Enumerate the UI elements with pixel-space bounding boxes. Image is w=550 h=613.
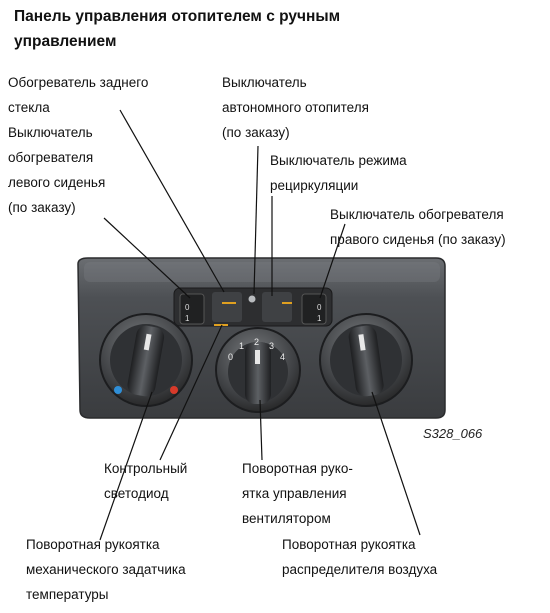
left-switch-mark-on: 1 <box>185 314 190 323</box>
label-led: Контрольный светодиод <box>104 461 188 501</box>
left-seat-switch <box>179 293 205 325</box>
page-title: Панель управления отопителем с ручным уп… <box>14 8 341 50</box>
temperature-knob <box>99 313 193 407</box>
fan-scale-0: 0 <box>228 352 233 362</box>
right-seat-switch <box>301 293 327 325</box>
fan-scale-1: 1 <box>239 341 244 351</box>
label-temp-knob: Поворотная рукоятка механического задатч… <box>26 537 186 602</box>
left-switch-mark-off: 0 <box>185 303 190 312</box>
fan-scale-3: 3 <box>269 341 274 351</box>
fan-scale-2: 2 <box>254 337 259 347</box>
label-left-seat: Выключатель обогревателя левого сиденья … <box>8 125 106 215</box>
fan-scale-4: 4 <box>280 352 285 362</box>
label-right-seat: Выключатель обогревателя правого сиденья… <box>330 207 506 247</box>
leader-led <box>159 324 223 461</box>
label-recirculation: Выключатель режима рециркуляции <box>270 153 407 193</box>
leader-right-seat <box>319 223 346 299</box>
rear-window-switch <box>212 292 242 322</box>
leader-aux-heater <box>253 145 259 295</box>
label-aux-heater: Выключатель автономного отопителя (по за… <box>222 75 369 140</box>
leader-left-seat <box>103 217 191 299</box>
label-rear-window: Обогреватель заднего стекла <box>8 75 149 115</box>
air-distribution-knob <box>319 313 413 407</box>
hot-mark <box>170 386 178 394</box>
cold-mark <box>114 386 122 394</box>
panel-highlight <box>84 262 440 282</box>
fan-knob: 0 1 2 3 4 <box>215 327 301 413</box>
leader-air-knob <box>371 391 421 536</box>
recirculation-switch <box>262 292 292 322</box>
leader-temp-knob <box>99 391 153 541</box>
aux-heater-indicator <box>248 295 256 303</box>
label-air-knob: Поворотная рукоятка распределителя возду… <box>282 537 438 577</box>
leader-fan-knob <box>259 399 263 461</box>
leader-lines <box>99 109 421 541</box>
right-switch-mark-on: 1 <box>317 314 322 323</box>
right-switch-mark-off: 0 <box>317 303 322 312</box>
label-fan-knob: Поворотная руко- ятка управления вентиля… <box>242 461 353 526</box>
leader-rear-window <box>119 109 225 293</box>
figure-code: S328_066 <box>423 426 483 441</box>
